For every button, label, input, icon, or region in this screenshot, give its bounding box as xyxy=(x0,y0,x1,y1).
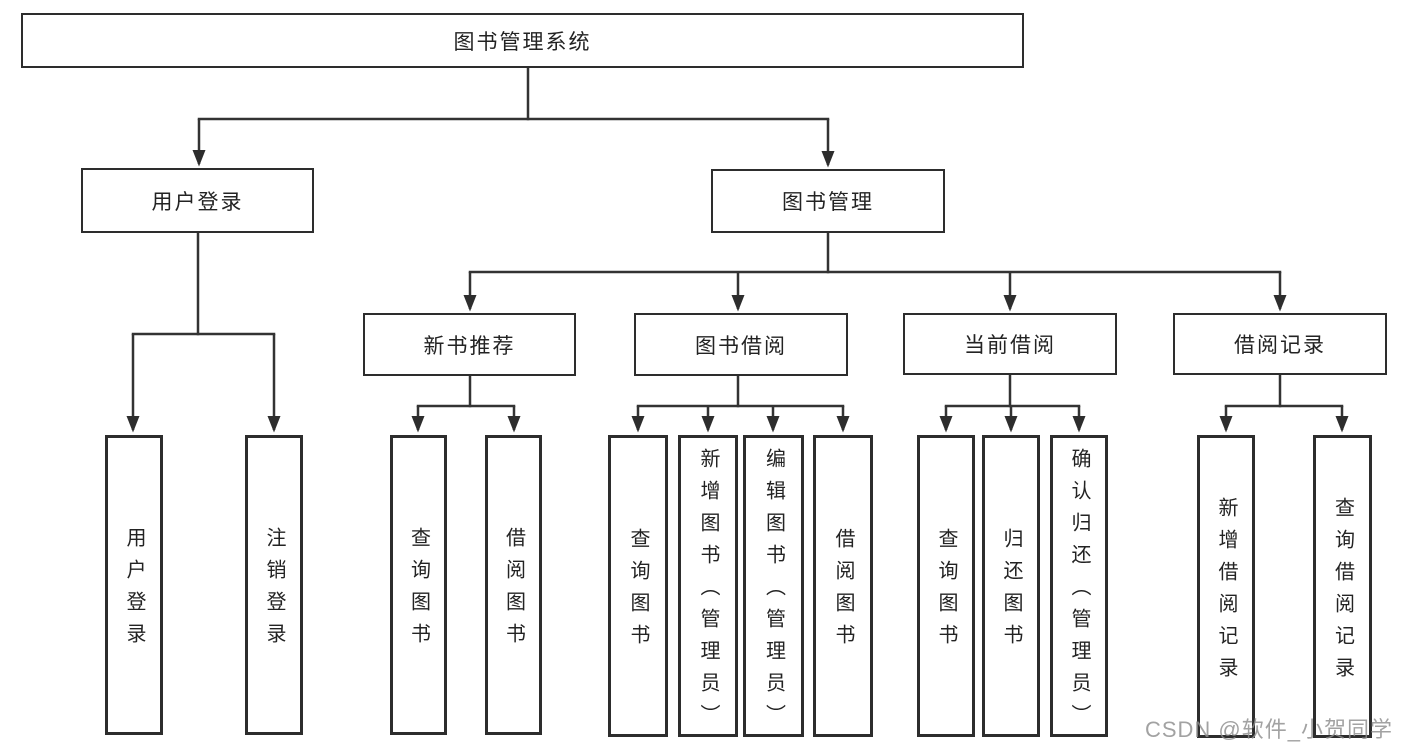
leaf-add-borrow-record-label: 新增借阅记录 xyxy=(1215,496,1237,689)
csdn-watermark: CSDN @软件_小贺同学 xyxy=(1144,717,1393,742)
leaf-borrow-books-borrowing: 借阅图书 xyxy=(813,435,873,737)
leaf-edit-books-admin-label: 编辑图书（管理员） xyxy=(762,448,785,736)
node-borrowing-records: 借阅记录 xyxy=(1173,313,1387,375)
node-current-borrowing-label: 当前借阅 xyxy=(964,334,1056,357)
leaf-query-books-borrowing-label: 查询图书 xyxy=(627,528,649,656)
leaf-query-books-recommend: 查询图书 xyxy=(390,435,447,735)
node-user-login-label: 用户登录 xyxy=(151,190,244,214)
leaf-logout: 注销登录 xyxy=(245,435,303,735)
node-book-borrowing: 图书借阅 xyxy=(634,313,848,376)
leaf-user-login: 用户登录 xyxy=(105,435,163,735)
leaf-confirm-return-admin-label: 确认归还（管理员） xyxy=(1068,448,1090,736)
leaf-borrow-books-recommend-label: 借阅图书 xyxy=(502,527,525,655)
node-book-borrowing-label: 图书借阅 xyxy=(695,334,787,358)
leaf-user-login-label: 用户登录 xyxy=(123,527,145,655)
node-new-book-recommend: 新书推荐 xyxy=(363,313,576,376)
leaf-add-borrow-record: 新增借阅记录 xyxy=(1197,435,1255,738)
leaf-query-books-current-label: 查询图书 xyxy=(935,528,957,656)
node-library-system-label: 图书管理系统 xyxy=(453,30,592,54)
leaf-borrow-books-borrowing-label: 借阅图书 xyxy=(832,528,854,656)
node-book-management: 图书管理 xyxy=(711,169,945,233)
node-current-borrowing: 当前借阅 xyxy=(903,313,1117,375)
leaf-edit-books-admin: 编辑图书（管理员） xyxy=(743,435,804,737)
node-user-login: 用户登录 xyxy=(81,168,314,233)
leaf-return-books: 归还图书 xyxy=(982,435,1040,737)
leaf-borrow-books-recommend: 借阅图书 xyxy=(485,435,542,735)
leaf-query-books-recommend-label: 查询图书 xyxy=(407,527,430,655)
leaf-add-books-admin-label: 新增图书（管理员） xyxy=(697,448,719,736)
node-book-management-label: 图书管理 xyxy=(782,191,874,214)
leaf-query-borrow-record: 查询借阅记录 xyxy=(1313,435,1372,738)
leaf-add-books-admin: 新增图书（管理员） xyxy=(678,435,738,737)
node-library-system: 图书管理系统 xyxy=(21,13,1024,68)
leaf-logout-label: 注销登录 xyxy=(263,527,285,655)
node-borrowing-records-label: 借阅记录 xyxy=(1234,334,1326,357)
leaf-return-books-label: 归还图书 xyxy=(1000,528,1022,656)
leaf-query-books-borrowing: 查询图书 xyxy=(608,435,668,737)
leaf-confirm-return-admin: 确认归还（管理员） xyxy=(1050,435,1108,737)
leaf-query-borrow-record-label: 查询借阅记录 xyxy=(1331,496,1354,689)
node-new-book-recommend-label: 新书推荐 xyxy=(423,334,516,358)
leaf-query-books-current: 查询图书 xyxy=(917,435,975,737)
